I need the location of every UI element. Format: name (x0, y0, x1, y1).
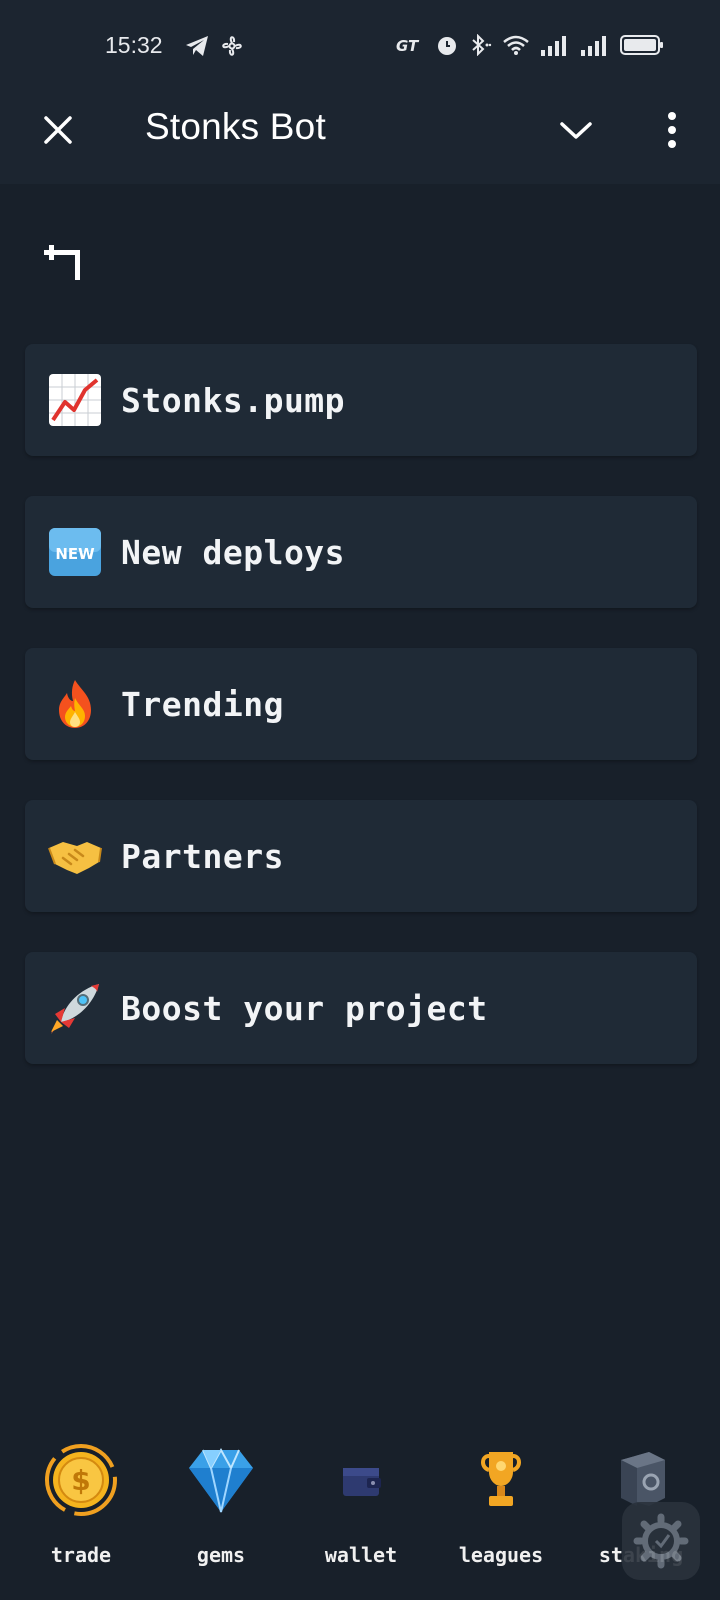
menu-item-stonks-pump[interactable]: Stonks.pump (25, 344, 697, 456)
menu-item-label: New deploys (121, 532, 346, 572)
nav-item-wallet[interactable]: wallet (301, 1440, 421, 1570)
wifi-icon (503, 35, 529, 55)
menu-item-boost-your-project[interactable]: Boost your project (25, 952, 697, 1064)
close-icon (44, 116, 72, 144)
menu-item-label: Trending (121, 684, 284, 724)
diamond-icon (189, 1447, 253, 1513)
telegram-icon (186, 36, 208, 56)
handshake-icon (47, 828, 103, 884)
menu-item-label: Stonks.pump (121, 380, 346, 420)
svg-text:NEW: NEW (55, 545, 95, 563)
svg-text:GT: GT (396, 37, 420, 54)
nav-label: gems (196, 1543, 246, 1567)
return-arrow-icon (44, 245, 80, 280)
alarm-icon (438, 37, 456, 55)
signal-icon-2 (581, 36, 606, 56)
more-vertical-icon (668, 112, 676, 148)
page-title: Stonks Bot (145, 106, 326, 147)
gt-icon: GT (396, 37, 420, 54)
nav-label: wallet (324, 1543, 398, 1567)
status-left-icons (184, 34, 244, 58)
menu-item-label: Partners (121, 836, 284, 876)
signal-icon-1 (541, 36, 566, 56)
nav-item-gems[interactable]: gems (161, 1440, 281, 1570)
more-options-button[interactable] (660, 108, 684, 152)
wallet-icon (343, 1468, 381, 1496)
menu-item-new-deploys[interactable]: NEW New deploys (25, 496, 697, 608)
bottom-nav: $ trade gems wallet leagues (0, 1440, 720, 1600)
floating-settings-button[interactable] (622, 1502, 700, 1580)
fire-icon (47, 676, 103, 732)
nav-label: trade (50, 1543, 112, 1567)
chart-increasing-icon (47, 372, 103, 428)
gear-icon (633, 1513, 689, 1569)
nav-item-trade[interactable]: $ trade (21, 1440, 141, 1570)
close-button[interactable] (38, 110, 78, 150)
collapse-button[interactable] (556, 112, 596, 148)
app-bar: Stonks Bot (0, 96, 720, 184)
nav-label: leagues (458, 1543, 544, 1567)
rocket-icon (47, 980, 103, 1036)
safe-icon (621, 1452, 665, 1506)
menu-item-trending[interactable]: Trending (25, 648, 697, 760)
bluetooth-icon (472, 34, 492, 56)
trophy-icon (481, 1452, 521, 1506)
fan-icon (222, 36, 242, 56)
new-button-icon: NEW (47, 524, 103, 580)
nav-item-leagues[interactable]: leagues (441, 1440, 561, 1570)
status-right-icons: GT (396, 34, 664, 56)
menu-item-label: Boost your project (121, 988, 488, 1028)
back-button[interactable] (40, 240, 88, 284)
battery-icon (620, 35, 663, 55)
svg-text:$: $ (71, 1464, 90, 1497)
status-time: 15:32 (105, 32, 163, 58)
main-menu: Stonks.pump NEW New deploys Trending (25, 344, 697, 1104)
status-bar: 15:32 GT (0, 0, 720, 96)
chevron-down-icon (560, 122, 592, 139)
menu-item-partners[interactable]: Partners (25, 800, 697, 912)
coin-icon: $ (45, 1444, 117, 1516)
